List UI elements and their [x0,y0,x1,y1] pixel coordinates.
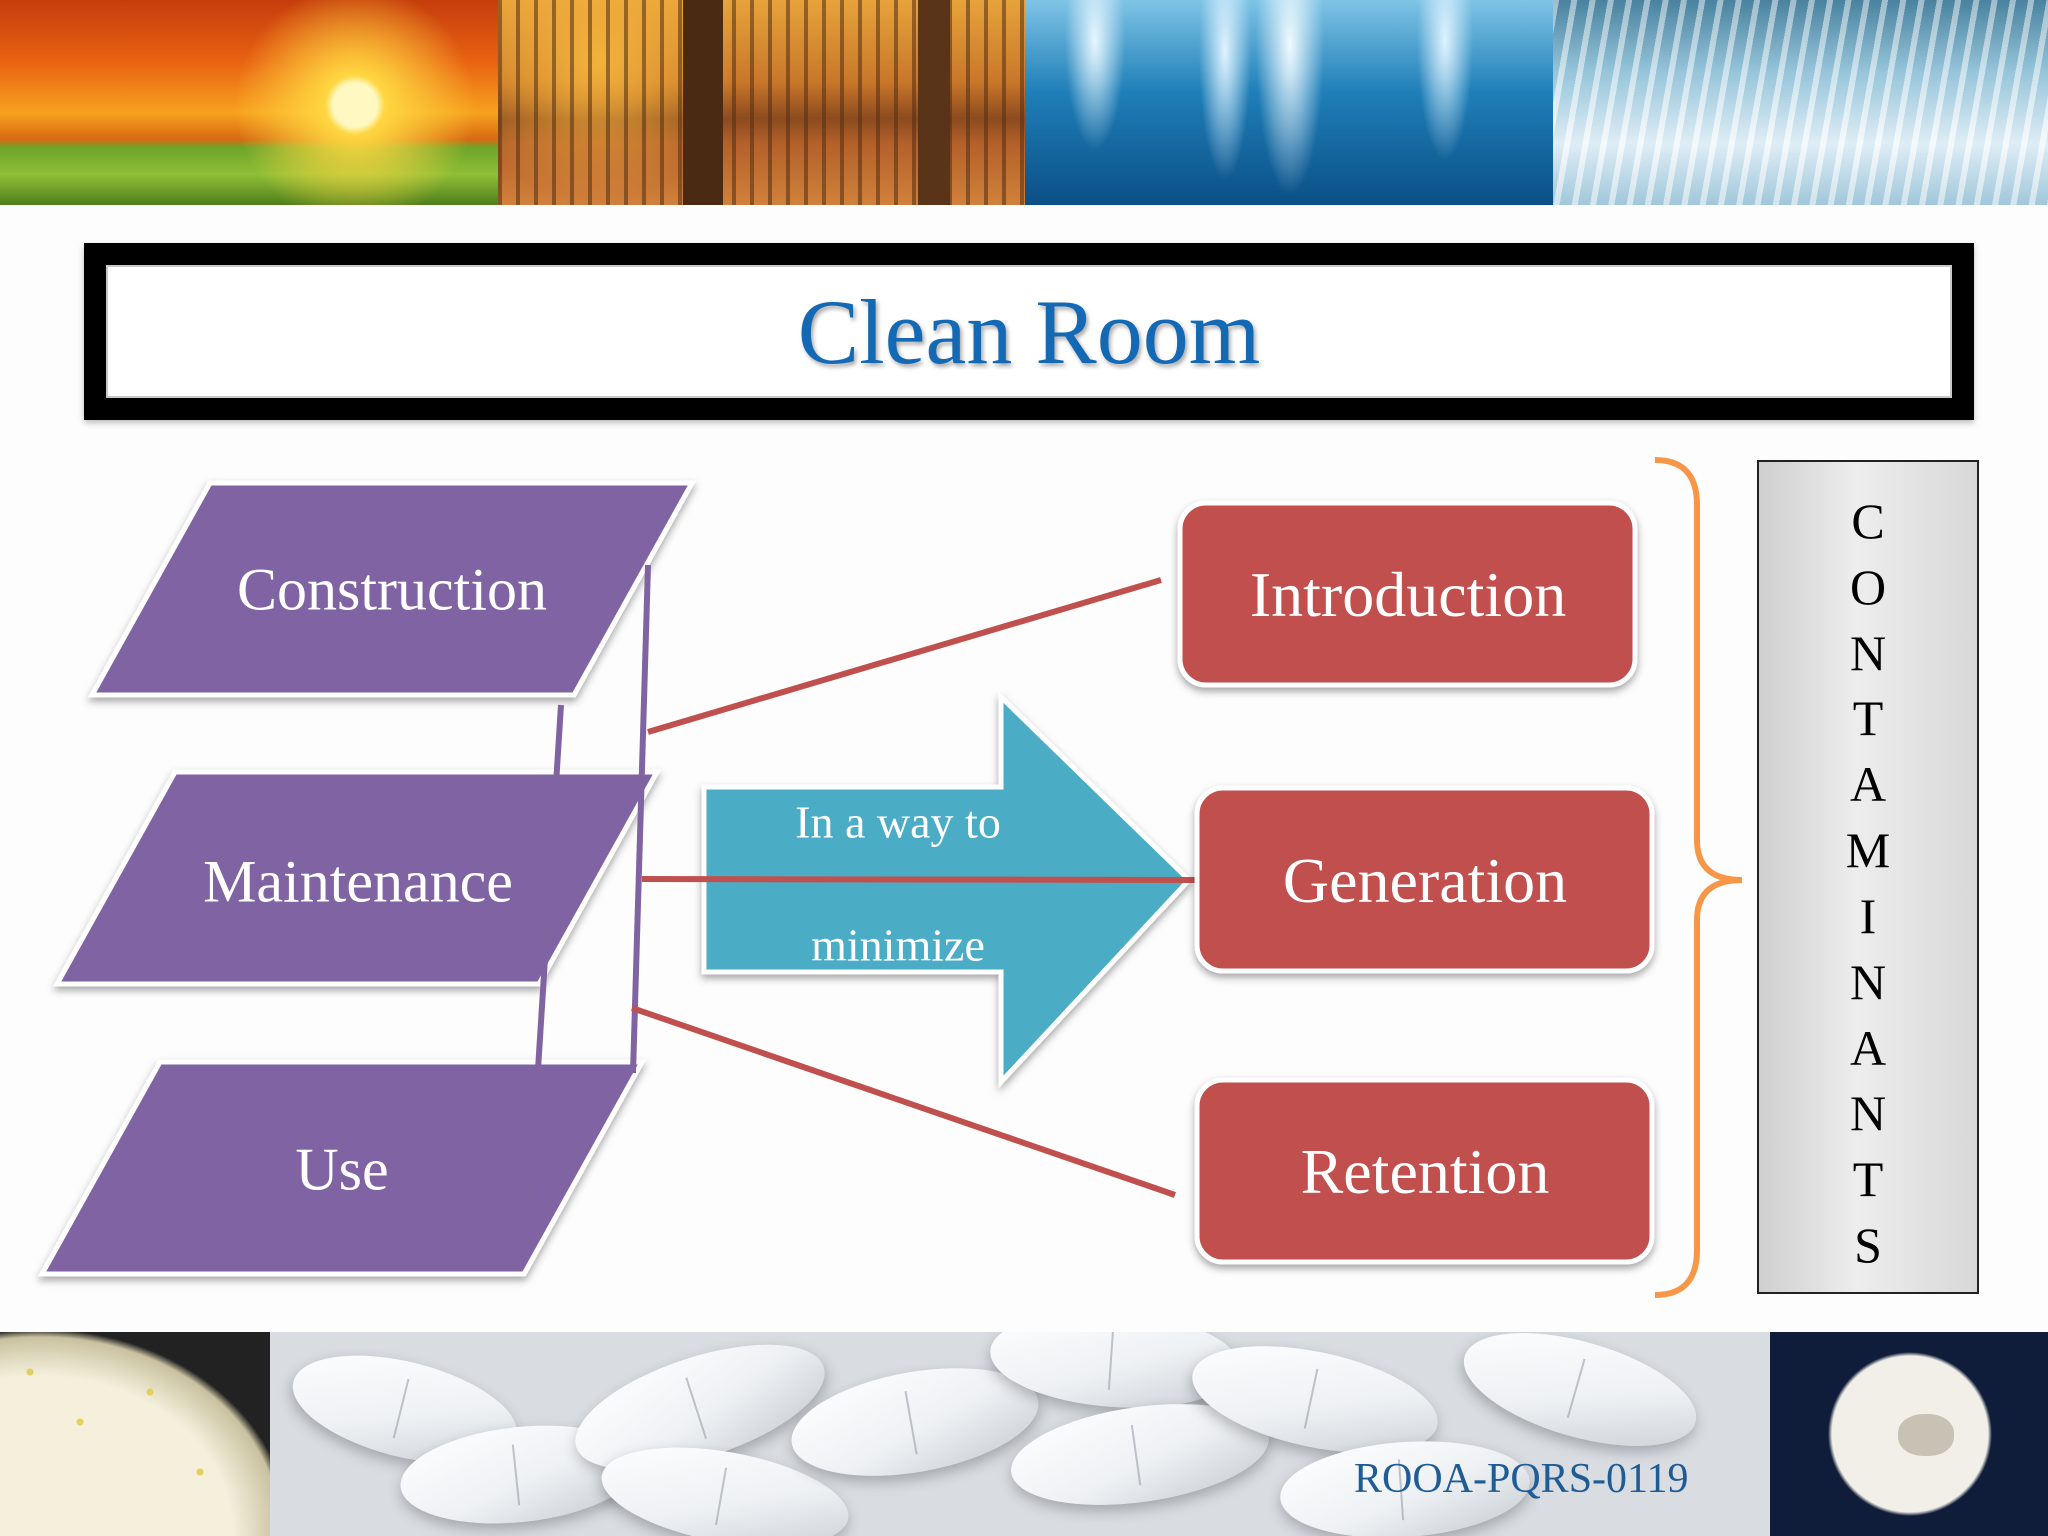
construction-shape [87,480,697,698]
factor-label-use: Use [295,1136,389,1203]
contaminants-letter: M [1845,822,1891,879]
contaminants-letter: O [1849,558,1887,615]
document-code: ROOA-PQRS-0119 [1354,1456,1689,1502]
pill-image [1451,1332,1709,1469]
contaminants-letter: I [1859,887,1877,944]
contaminants-letter: N [1849,1085,1887,1142]
arrow-label-line1: In a way to [795,796,1001,848]
contaminants-letter: T [1852,1151,1884,1208]
autumn-forest-photo [498,0,1025,205]
sunset-photo [0,0,498,205]
pills-photo [270,1332,1770,1536]
bracket-line-inner [525,704,564,1229]
title-box: Clean Room [106,265,1952,398]
bottom-photo-strip [0,1332,2048,1536]
minimize-arrow [701,691,1193,1089]
outcome-label-generation: Generation [1282,845,1568,916]
introduction-box [1177,500,1638,688]
contaminants-letter: S [1854,1216,1882,1273]
outcome-label-introduction: Introduction [1249,559,1567,630]
connector-generation [641,876,1198,883]
title-frame: Clean Room [84,243,1974,420]
use-shape [37,1059,647,1277]
contaminants-letter: T [1852,690,1884,747]
contaminants-letter: A [1849,1019,1887,1076]
arrow-label-line2: minimize [811,919,985,971]
maintenance-shape [52,769,662,987]
contaminants-brace [1654,457,1743,1298]
connector-retention [631,1005,1176,1198]
bracket-line-outer [630,564,651,1074]
waterfall-photo [1553,0,2048,205]
tablet-closeup-photo [0,1332,270,1536]
connector-introduction [647,577,1162,735]
icicles-photo [1025,0,1553,205]
contaminants-letter: N [1849,624,1887,681]
top-photo-strip [0,0,2048,205]
page-title: Clean Room [797,280,1261,383]
generation-box [1194,785,1655,974]
contaminants-letter: A [1849,756,1887,813]
outcome-label-retention: Retention [1300,1136,1550,1207]
contaminants-letter: N [1849,953,1887,1010]
round-tablet-photo [1770,1332,2048,1536]
contaminants-box: C O N T A M I N A N T S [1757,460,1979,1294]
contaminants-letter: C [1851,493,1885,549]
retention-box [1194,1077,1655,1265]
factor-label-maintenance: Maintenance [203,848,513,915]
factor-label-construction: Construction [237,556,547,623]
